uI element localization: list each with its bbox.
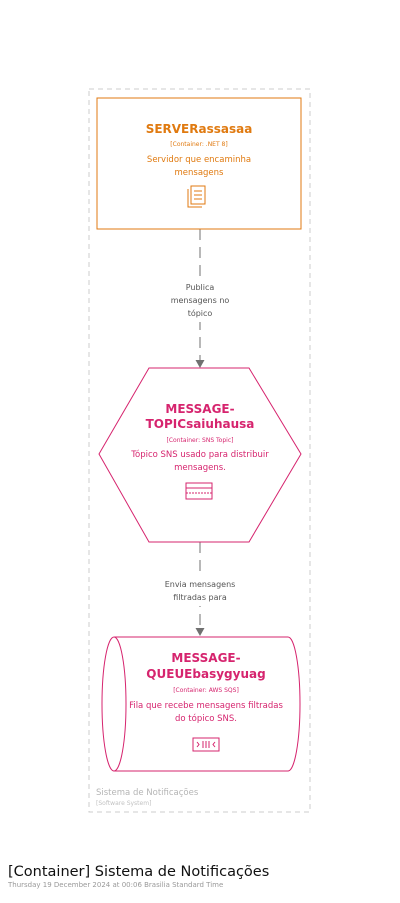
arrow-head <box>195 360 205 368</box>
container-description: Servidor que encaminha <box>147 155 251 165</box>
container-description: mensagens <box>175 168 225 178</box>
footer-subtitle: Thursday 19 December 2024 at 00:06 Brasi… <box>8 881 224 889</box>
boundary-type: [Software System] <box>96 800 151 807</box>
relation-label: Envia mensagens <box>165 580 236 589</box>
container-tech: [Container: AWS SQS] <box>173 687 239 694</box>
container-name: QUEUEbasygyuag <box>146 667 265 681</box>
boundary-name: Sistema de Notificações <box>96 788 199 798</box>
container-description: Fila que recebe mensagens filtradas <box>129 701 283 711</box>
relation-label: mensagens no <box>171 296 230 305</box>
container-tech: [Container: SNS Topic] <box>167 437 234 444</box>
relation-publica: Publica mensagens no tópico <box>158 229 242 368</box>
system-boundary: Sistema de Notificações [Software System… <box>88 88 311 813</box>
topic-container[interactable]: MESSAGE- TOPICsaiuhausa [Container: SNS … <box>98 367 302 543</box>
footer-title: [Container] Sistema de Notificações <box>8 864 270 880</box>
sqs-queue-icon <box>192 737 220 752</box>
server-icon <box>187 185 206 208</box>
relation-label: filtradas para <box>173 593 227 602</box>
server-container[interactable]: SERVERassasaa [Container: .NET 8] Servid… <box>96 97 302 230</box>
container-description: do tópico SNS. <box>175 713 237 724</box>
queue-container[interactable]: MESSAGE- QUEUEbasygyuag [Container: AWS … <box>101 636 301 772</box>
container-tech: [Container: .NET 8] <box>170 141 227 148</box>
relation-label: Publica <box>186 283 215 292</box>
container-name: MESSAGE- <box>171 651 240 665</box>
arrow-head <box>195 628 205 636</box>
container-description: mensagens. <box>174 463 226 473</box>
relation-label: tópico <box>188 308 213 318</box>
sns-topic-icon <box>185 482 213 500</box>
container-description: Tópico SNS usado para distribuir <box>130 449 269 460</box>
container-name: SERVERassasaa <box>146 122 253 136</box>
container-name: TOPICsaiuhausa <box>146 417 255 431</box>
container-name: MESSAGE- <box>165 402 234 416</box>
relation-envia: Envia mensagens filtradas para <box>150 542 250 636</box>
